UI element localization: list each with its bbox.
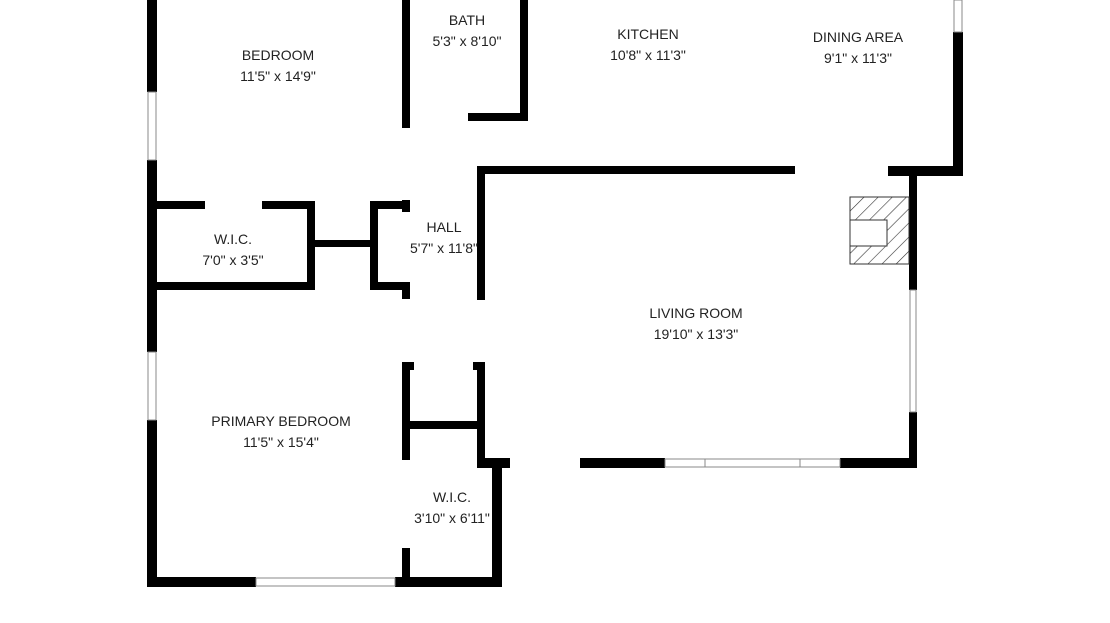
room-kitchen: KITCHEN 10'8" x 11'3" (610, 24, 686, 66)
fireplace (849, 196, 910, 265)
room-size: 5'7" x 11'8" (410, 240, 478, 256)
room-dining-area: DINING AREA 9'1" x 11'3" (813, 27, 903, 69)
room-size: 5'3" x 8'10" (432, 33, 502, 49)
room-name: DINING AREA (812, 29, 904, 45)
room-living-room: LIVING ROOM 19'10" x 13'3" (649, 303, 742, 345)
walls (147, 0, 963, 587)
room-size: 7'0" x 3'5" (202, 252, 264, 268)
room-name: KITCHEN (617, 26, 679, 42)
room-wic-2: W.I.C. 3'10" x 6'11" (414, 487, 490, 529)
room-size: 11'5" x 15'4" (243, 434, 319, 450)
room-name: W.I.C. (432, 489, 472, 505)
room-size: 10'8" x 11'3" (610, 47, 686, 63)
room-wic-1: W.I.C. 7'0" x 3'5" (202, 229, 263, 271)
room-bath: BATH 5'3" x 8'10" (433, 10, 502, 52)
room-size: 9'1" x 11'3" (824, 50, 892, 66)
room-primary-bedroom: PRIMARY BEDROOM 11'5" x 15'4" (211, 411, 351, 453)
room-size: 19'10" x 13'3" (653, 326, 739, 342)
room-name: BEDROOM (241, 47, 315, 63)
room-name: PRIMARY BEDROOM (211, 413, 351, 429)
room-name: W.I.C. (213, 231, 253, 247)
windows (147, 0, 963, 587)
room-size: 11'5" x 14'9" (240, 68, 316, 84)
room-bedroom: BEDROOM 11'5" x 14'9" (240, 45, 316, 87)
room-hall: HALL 5'7" x 11'8" (410, 217, 478, 259)
room-size: 3'10" x 6'11" (414, 510, 490, 526)
room-name: HALL (426, 219, 462, 235)
room-name: BATH (448, 12, 486, 28)
room-name: LIVING ROOM (649, 305, 743, 321)
